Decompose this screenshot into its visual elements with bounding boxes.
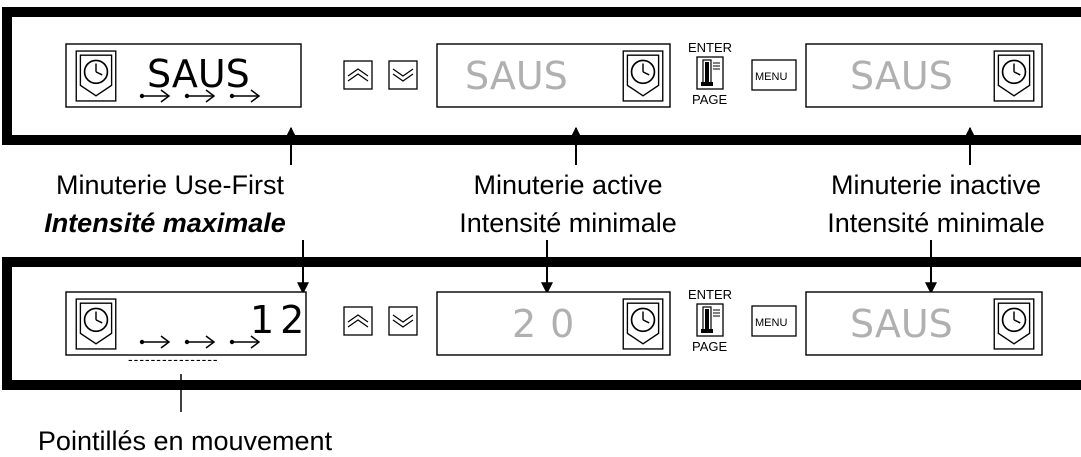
bottom-left-display-text: 12 [250, 298, 310, 342]
top-panel-frame [2, 7, 1081, 145]
top-panel: SAUS SAUS ENTER PAGE MENU SAUS [2, 7, 1081, 145]
top-right-display: SAUS [805, 43, 1043, 108]
bottom-panel: 12 ---------------- 20 ENTER PAGE MENU S… [2, 257, 1081, 390]
chevron-down-icon[interactable] [388, 306, 418, 336]
bottom-left-display: 12 [65, 291, 310, 356]
page-label: PAGE [692, 92, 727, 107]
enter-label: ENTER [688, 40, 732, 55]
top-right-display-text: SAUS [850, 54, 953, 98]
annotation-left-line2: Intensité maximale [44, 208, 286, 238]
page-label: PAGE [692, 339, 727, 354]
chevron-down-icon[interactable] [388, 60, 418, 90]
top-left-display-text: SAUS [147, 52, 250, 96]
annotation-right-line2: Intensité minimale [827, 208, 1045, 238]
menu-label: MENU [755, 317, 787, 329]
moving-dashes: ---------------- [128, 351, 219, 367]
top-left-display: SAUS [65, 43, 302, 108]
chevron-up-icon[interactable] [343, 60, 373, 90]
bottom-enter-page[interactable]: ENTER PAGE [688, 287, 732, 354]
top-middle-display-text: SAUS [465, 54, 568, 98]
annotation-bottom: Pointillés en mouvement [38, 426, 333, 456]
bottom-middle-display: 20 [436, 291, 671, 356]
clock-icon [75, 50, 117, 102]
annotation-middle-line2: Intensité minimale [459, 208, 677, 238]
menu-label: MENU [755, 71, 787, 83]
bottom-menu-button[interactable]: MENU [751, 305, 797, 337]
chevron-up-icon[interactable] [343, 306, 373, 336]
enter-page-icon[interactable] [696, 303, 724, 337]
enter-label: ENTER [688, 287, 732, 302]
bottom-middle-display-text: 20 [512, 302, 588, 346]
annotation-right-line1: Minuterie inactive [831, 170, 1041, 200]
clock-icon [622, 50, 664, 102]
top-middle-display: SAUS [436, 43, 671, 108]
annotation-left-line1: Minuterie Use-First [56, 170, 285, 200]
bottom-right-display: SAUS [805, 291, 1043, 356]
clock-icon [622, 298, 664, 350]
top-enter-page[interactable]: ENTER PAGE [688, 40, 732, 107]
clock-icon [993, 50, 1035, 102]
enter-page-icon[interactable] [696, 56, 724, 90]
bottom-panel-frame [2, 257, 1081, 390]
clock-icon [993, 298, 1035, 350]
clock-icon [75, 298, 117, 350]
top-menu-button[interactable]: MENU [751, 59, 797, 91]
annotation-middle-line1: Minuterie active [473, 170, 662, 200]
bottom-right-display-text: SAUS [850, 302, 953, 346]
